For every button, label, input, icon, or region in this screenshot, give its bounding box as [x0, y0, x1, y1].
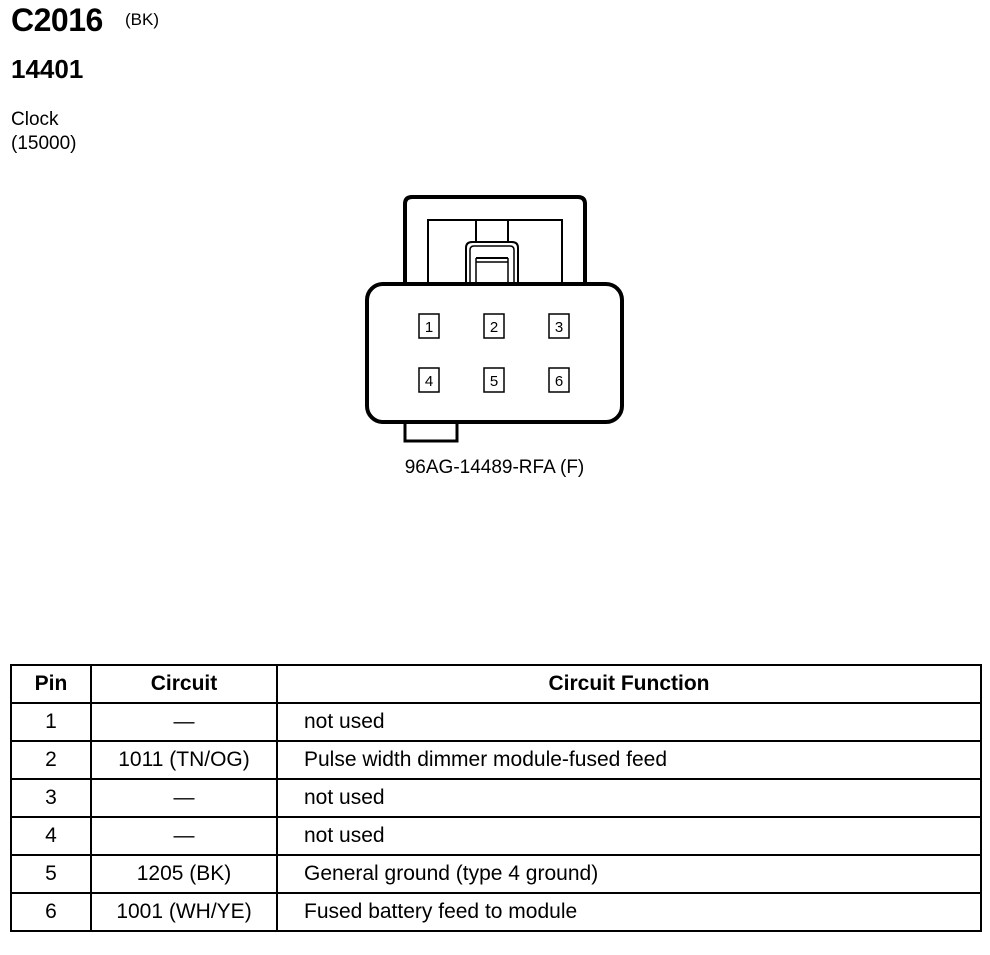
- pin-cavity-4: 4: [418, 367, 440, 393]
- circuit-cell: —: [90, 816, 278, 856]
- pin-cavity-1: 1: [418, 313, 440, 339]
- latch-tab: [465, 241, 519, 286]
- connector-face-diagram: 1 2 3 4 5 6: [365, 195, 624, 443]
- circuit-cell: —: [90, 778, 278, 818]
- circuit-cell: 1205 (BK): [90, 854, 278, 894]
- connector-id: C2016: [11, 2, 103, 38]
- connector-body: [365, 282, 624, 424]
- table-row: 3 — not used: [10, 778, 982, 818]
- function-cell: Fused battery feed to module: [276, 892, 982, 932]
- pin-cell: 6: [10, 892, 92, 932]
- circuit-cell: 1001 (WH/YE): [90, 892, 278, 932]
- function-cell: not used: [276, 778, 982, 818]
- pin-cell: 4: [10, 816, 92, 856]
- table-row: 4 — not used: [10, 816, 982, 856]
- connector-part-label: 96AG-14489-RFA (F): [404, 457, 585, 478]
- pin-cavity-6: 6: [548, 367, 570, 393]
- table-row: 5 1205 (BK) General ground (type 4 groun…: [10, 854, 982, 894]
- pin-cell: 3: [10, 778, 92, 818]
- circuit-cell: 1011 (TN/OG): [90, 740, 278, 780]
- component-name-line: Clock: [11, 109, 59, 130]
- pin-cavity-box: [418, 313, 440, 339]
- pinout-table: Pin Circuit Circuit Function 1 — not use…: [10, 664, 982, 932]
- pin-number-label: 4: [425, 373, 433, 390]
- table-header-row: Pin Circuit Circuit Function: [10, 664, 982, 704]
- pin-cavity-box: [548, 367, 570, 393]
- pin-number-label: 1: [425, 319, 433, 336]
- pin-cavity-box: [548, 313, 570, 339]
- circuit-cell: —: [90, 702, 278, 742]
- pin-cavity-5: 5: [483, 367, 505, 393]
- pin-cell: 5: [10, 854, 92, 894]
- pin-number-label: 5: [490, 373, 498, 390]
- component-name: Clock (15000): [11, 108, 77, 156]
- part-number: 14401: [11, 54, 84, 84]
- table-row: 1 — not used: [10, 702, 982, 742]
- pin-cell: 2: [10, 740, 92, 780]
- col-header-circuit: Circuit: [90, 664, 278, 704]
- latch-inner-outline: [427, 219, 563, 290]
- function-cell: General ground (type 4 ground): [276, 854, 982, 894]
- pin-number-label: 6: [555, 373, 563, 390]
- pin-cavity-2: 2: [483, 313, 505, 339]
- pin-cavity-box: [483, 367, 505, 393]
- table-row: 2 1011 (TN/OG) Pulse width dimmer module…: [10, 740, 982, 780]
- pin-number-label: 3: [555, 319, 563, 336]
- pin-cell: 1: [10, 702, 92, 742]
- pin-number-label: 2: [490, 319, 498, 336]
- pin-cavity-3: 3: [548, 313, 570, 339]
- function-cell: not used: [276, 816, 982, 856]
- pin-cavity-box: [483, 313, 505, 339]
- table-row: 6 1001 (WH/YE) Fused battery feed to mod…: [10, 892, 982, 932]
- latch-housing: [403, 195, 587, 290]
- pin-cavity-box: [418, 367, 440, 393]
- function-cell: not used: [276, 702, 982, 742]
- pin-cavities: 1 2 3 4 5 6: [418, 313, 570, 393]
- col-header-function: Circuit Function: [276, 664, 982, 704]
- component-number-line: (15000): [11, 133, 77, 154]
- connector-color: (BK): [125, 10, 159, 29]
- col-header-pin: Pin: [10, 664, 92, 704]
- function-cell: Pulse width dimmer module-fused feed: [276, 740, 982, 780]
